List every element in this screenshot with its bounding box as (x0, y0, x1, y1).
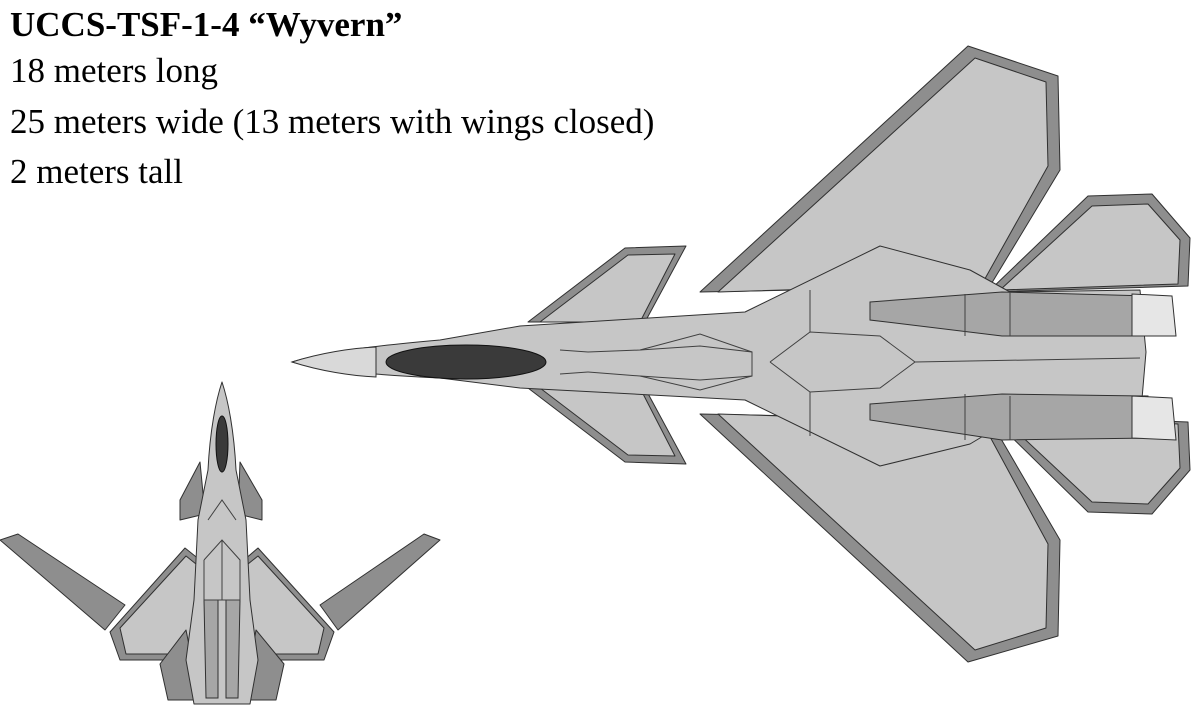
nozzle-lower (1131, 395, 1177, 441)
canopy (385, 344, 547, 380)
spec-length: 18 meters long (10, 51, 219, 90)
small-panel-line (203, 539, 241, 601)
small-wing-left (0, 533, 126, 631)
small-wing-right (319, 533, 441, 631)
nose-cone (290, 346, 377, 378)
aircraft-title: UCCS-TSF-1-4 “Wyvern” (10, 5, 403, 44)
nozzle-upper (1131, 293, 1177, 337)
panel-line (639, 375, 753, 391)
panel-line (914, 357, 1141, 363)
small-engine-right (225, 599, 241, 699)
small-engine-left (203, 599, 219, 699)
panel-line (587, 345, 753, 381)
small-panel-line (207, 499, 237, 521)
small-canopy (215, 415, 229, 473)
panel-line (559, 349, 589, 353)
tail-upper-panel (999, 203, 1181, 291)
panel-line (559, 371, 589, 375)
panel-line (639, 333, 753, 353)
spec-height: 2 meters tall (10, 152, 184, 191)
spec-width: 25 meters wide (13 meters with wings clo… (10, 102, 655, 141)
